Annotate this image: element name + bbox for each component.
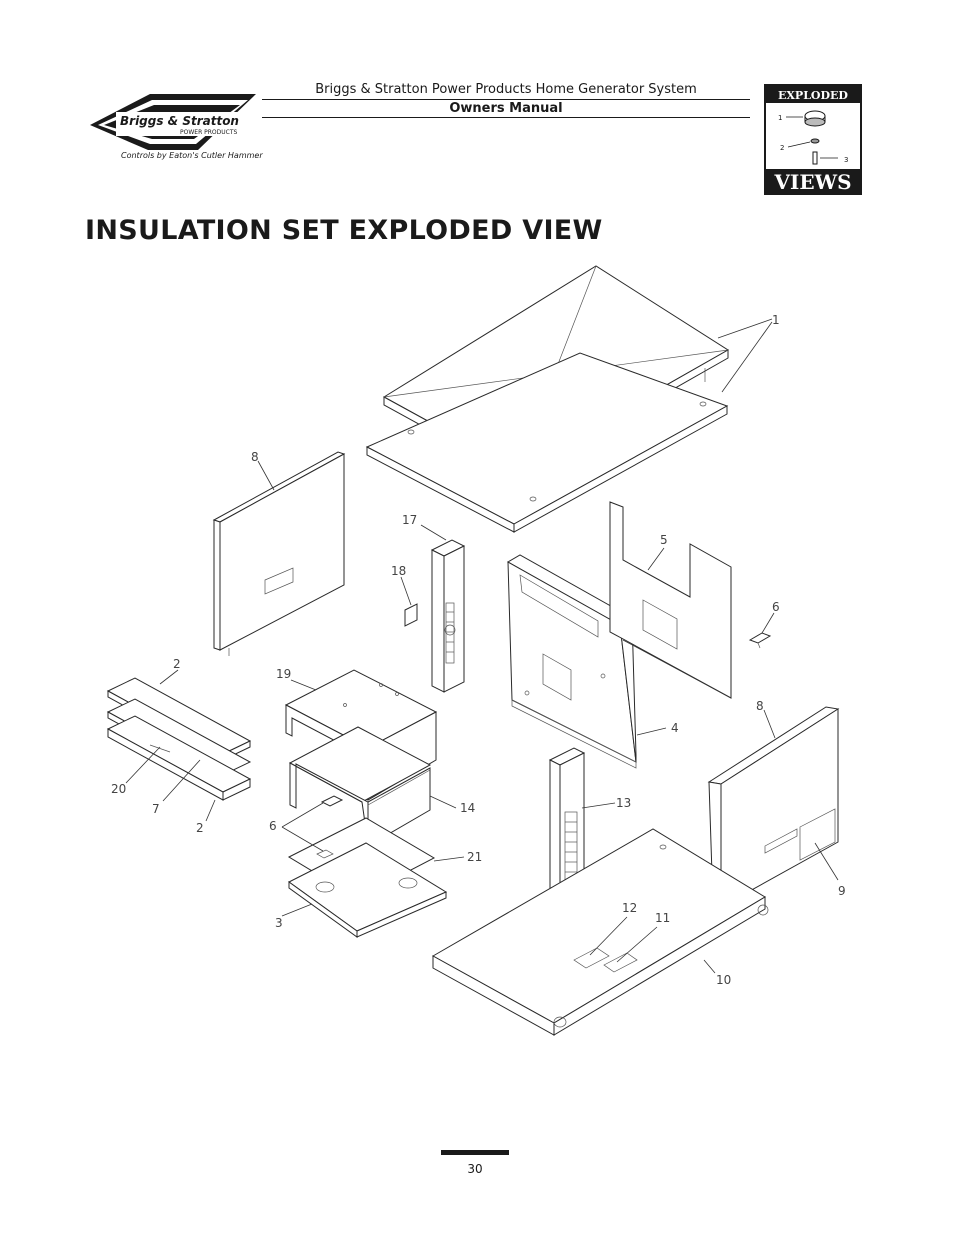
callout-12: 12: [622, 901, 637, 915]
callout-4: 4: [671, 721, 679, 735]
callout-2-top: 2: [173, 657, 181, 671]
callout-2-bottom: 2: [196, 821, 204, 835]
callout-13: 13: [616, 796, 631, 810]
base-frame: [431, 828, 769, 1036]
back-panel: [506, 554, 637, 769]
header-rule-bottom: [262, 117, 750, 118]
label-9: [799, 808, 836, 861]
page-number: 30: [467, 1162, 483, 1176]
page-heading: INSULATION SET EXPLODED VIEW: [85, 215, 603, 246]
badge-top-word: EXPLODED: [778, 89, 848, 102]
callout-numbers: 1 8 17 18 5 6 2 19 4 8 20 7 2 13 14 6 21…: [111, 313, 846, 987]
callout-10: 10: [716, 973, 731, 987]
callout-20: 20: [111, 782, 126, 796]
badge-bottom-word: VIEWS: [773, 170, 851, 193]
callout-11: 11: [655, 911, 670, 925]
callout-14: 14: [460, 801, 475, 815]
document-title: Briggs & Stratton Power Products Home Ge…: [315, 82, 697, 97]
callout-7: 7: [152, 802, 160, 816]
callout-6-top: 6: [772, 600, 780, 614]
footer-bar: [441, 1150, 509, 1155]
briggs-stratton-logo: Briggs & Stratton POWER PRODUCTS: [90, 94, 256, 150]
callout-17: 17: [402, 513, 417, 527]
document-subtitle: Owners Manual: [449, 101, 563, 116]
exploded-views-badge: EXPLODED 1 2 3 VIEWS: [764, 84, 862, 195]
logo-tagline: Controls by Eaton's Cutler Hammer: [121, 151, 263, 160]
callout-18: 18: [391, 564, 406, 578]
callout-8-left: 8: [251, 450, 259, 464]
insulation-pad-stack: [106, 677, 252, 801]
leader-lines: [125, 318, 839, 974]
callout-1: 1: [772, 313, 780, 327]
logo-division-text: POWER PRODUCTS: [180, 129, 238, 136]
clip-6-top: [748, 632, 772, 649]
logo-brand-text: Briggs & Stratton: [120, 114, 239, 128]
callout-21: 21: [467, 850, 482, 864]
clip-6-lower: [320, 795, 344, 807]
callout-19: 19: [276, 667, 291, 681]
lower-enclosure-box: [288, 726, 432, 847]
callout-9: 9: [838, 884, 846, 898]
callout-3: 3: [275, 916, 283, 930]
left-side-panel: [212, 451, 346, 656]
callout-5: 5: [660, 533, 668, 547]
right-side-panel: [707, 706, 840, 908]
callout-8-right: 8: [756, 699, 764, 713]
badge-label-3: 3: [844, 156, 848, 164]
callout-6-lower: 6: [269, 819, 277, 833]
base-tray: [288, 842, 448, 938]
roof-insulation-pad: [365, 352, 729, 533]
label-18: [404, 603, 418, 627]
badge-label-1: 1: [778, 114, 782, 122]
rear-insulation-panel: [609, 501, 732, 699]
badge-label-2: 2: [780, 144, 784, 152]
header-rule-top: [262, 99, 750, 100]
control-strip: [430, 539, 466, 693]
